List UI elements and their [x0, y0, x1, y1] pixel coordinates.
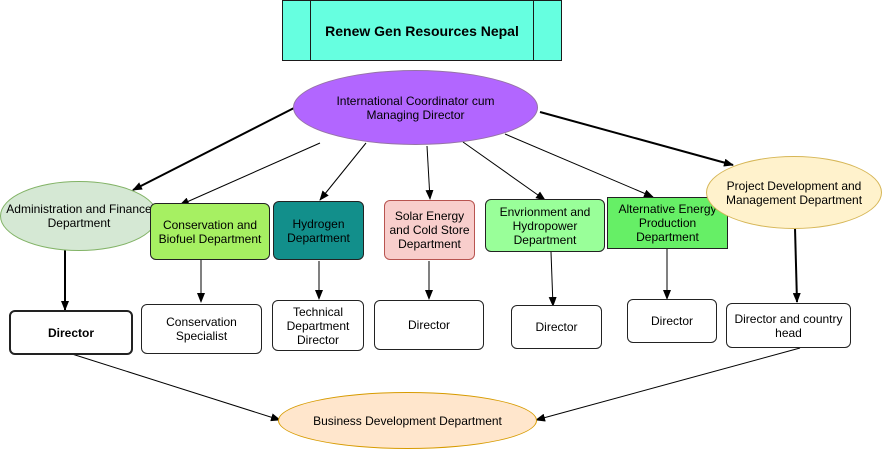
role-label: Director	[47, 325, 94, 340]
dept-label: Envrionment and Hydropower Department	[499, 204, 591, 247]
dept-node-hydrogen: Hydrogen Department	[273, 201, 364, 260]
role-node-alternative-director: Director	[627, 299, 717, 343]
connector-arrow	[548, 251, 557, 307]
dept-node-conservation-biofuel: Conservation and Biofuel Department	[150, 203, 270, 260]
bottom-node-business-development: Business Development Department	[278, 392, 537, 449]
connector-arrow	[179, 142, 321, 206]
dept-label: Conservation and Biofuel Department	[158, 217, 262, 246]
connector-arrow	[319, 142, 367, 201]
role-node-solar-director: Director	[374, 300, 484, 350]
role-label: Director	[535, 320, 578, 334]
dept-label: Administration and Finance Department	[6, 202, 152, 230]
bottom-label: Business Development Department	[313, 413, 502, 428]
dept-label: Solar Energy and Cold Store Department	[389, 209, 470, 251]
dept-node-alternative-energy: Alternative Energy Production Department	[607, 197, 728, 249]
dept-node-environment-hydropower: Envrionment and Hydropower Department	[485, 199, 605, 252]
connector-arrow	[71, 353, 281, 422]
dept-node-solar-cold-store: Solar Energy and Cold Store Department	[384, 200, 475, 260]
role-node-conservation-specialist: Conservation Specialist	[141, 304, 262, 354]
connector-arrow	[425, 145, 434, 200]
role-label: Conservation Specialist	[166, 315, 237, 343]
role-node-director-country-head: Director and country head	[726, 303, 851, 348]
page-title: Renew Gen Resources Nepal	[282, 0, 562, 61]
role-label: Director	[407, 318, 450, 332]
connector-arrow	[539, 111, 734, 167]
connector-arrow	[535, 347, 801, 422]
role-node-technical-director: Technical Department Director	[272, 300, 364, 351]
title-text: Renew Gen Resources Nepal	[325, 22, 519, 39]
connector-arrow	[462, 141, 546, 201]
dept-node-project-development: Project Development and Management Depar…	[706, 156, 882, 229]
role-label: Technical Department Director	[286, 304, 350, 347]
connector-arrow	[504, 133, 654, 198]
role-label: Director	[650, 314, 693, 328]
role-node-director: Director	[9, 310, 133, 355]
dept-node-administration-finance: Administration and Finance Department	[0, 181, 158, 251]
role-node-hydropower-director: Director	[511, 305, 602, 349]
root-node-managing-director: International Coordinator cum Managing D…	[293, 70, 538, 145]
dept-label: Alternative Energy Production Department	[618, 202, 717, 244]
connector-arrow	[132, 107, 295, 191]
role-label: Director and country head	[734, 311, 843, 340]
root-label: International Coordinator cum Managing D…	[336, 93, 495, 122]
dept-label: Hydrogen Department	[287, 216, 350, 245]
dept-label: Project Development and Management Depar…	[725, 178, 863, 207]
connector-arrow	[792, 227, 801, 303]
